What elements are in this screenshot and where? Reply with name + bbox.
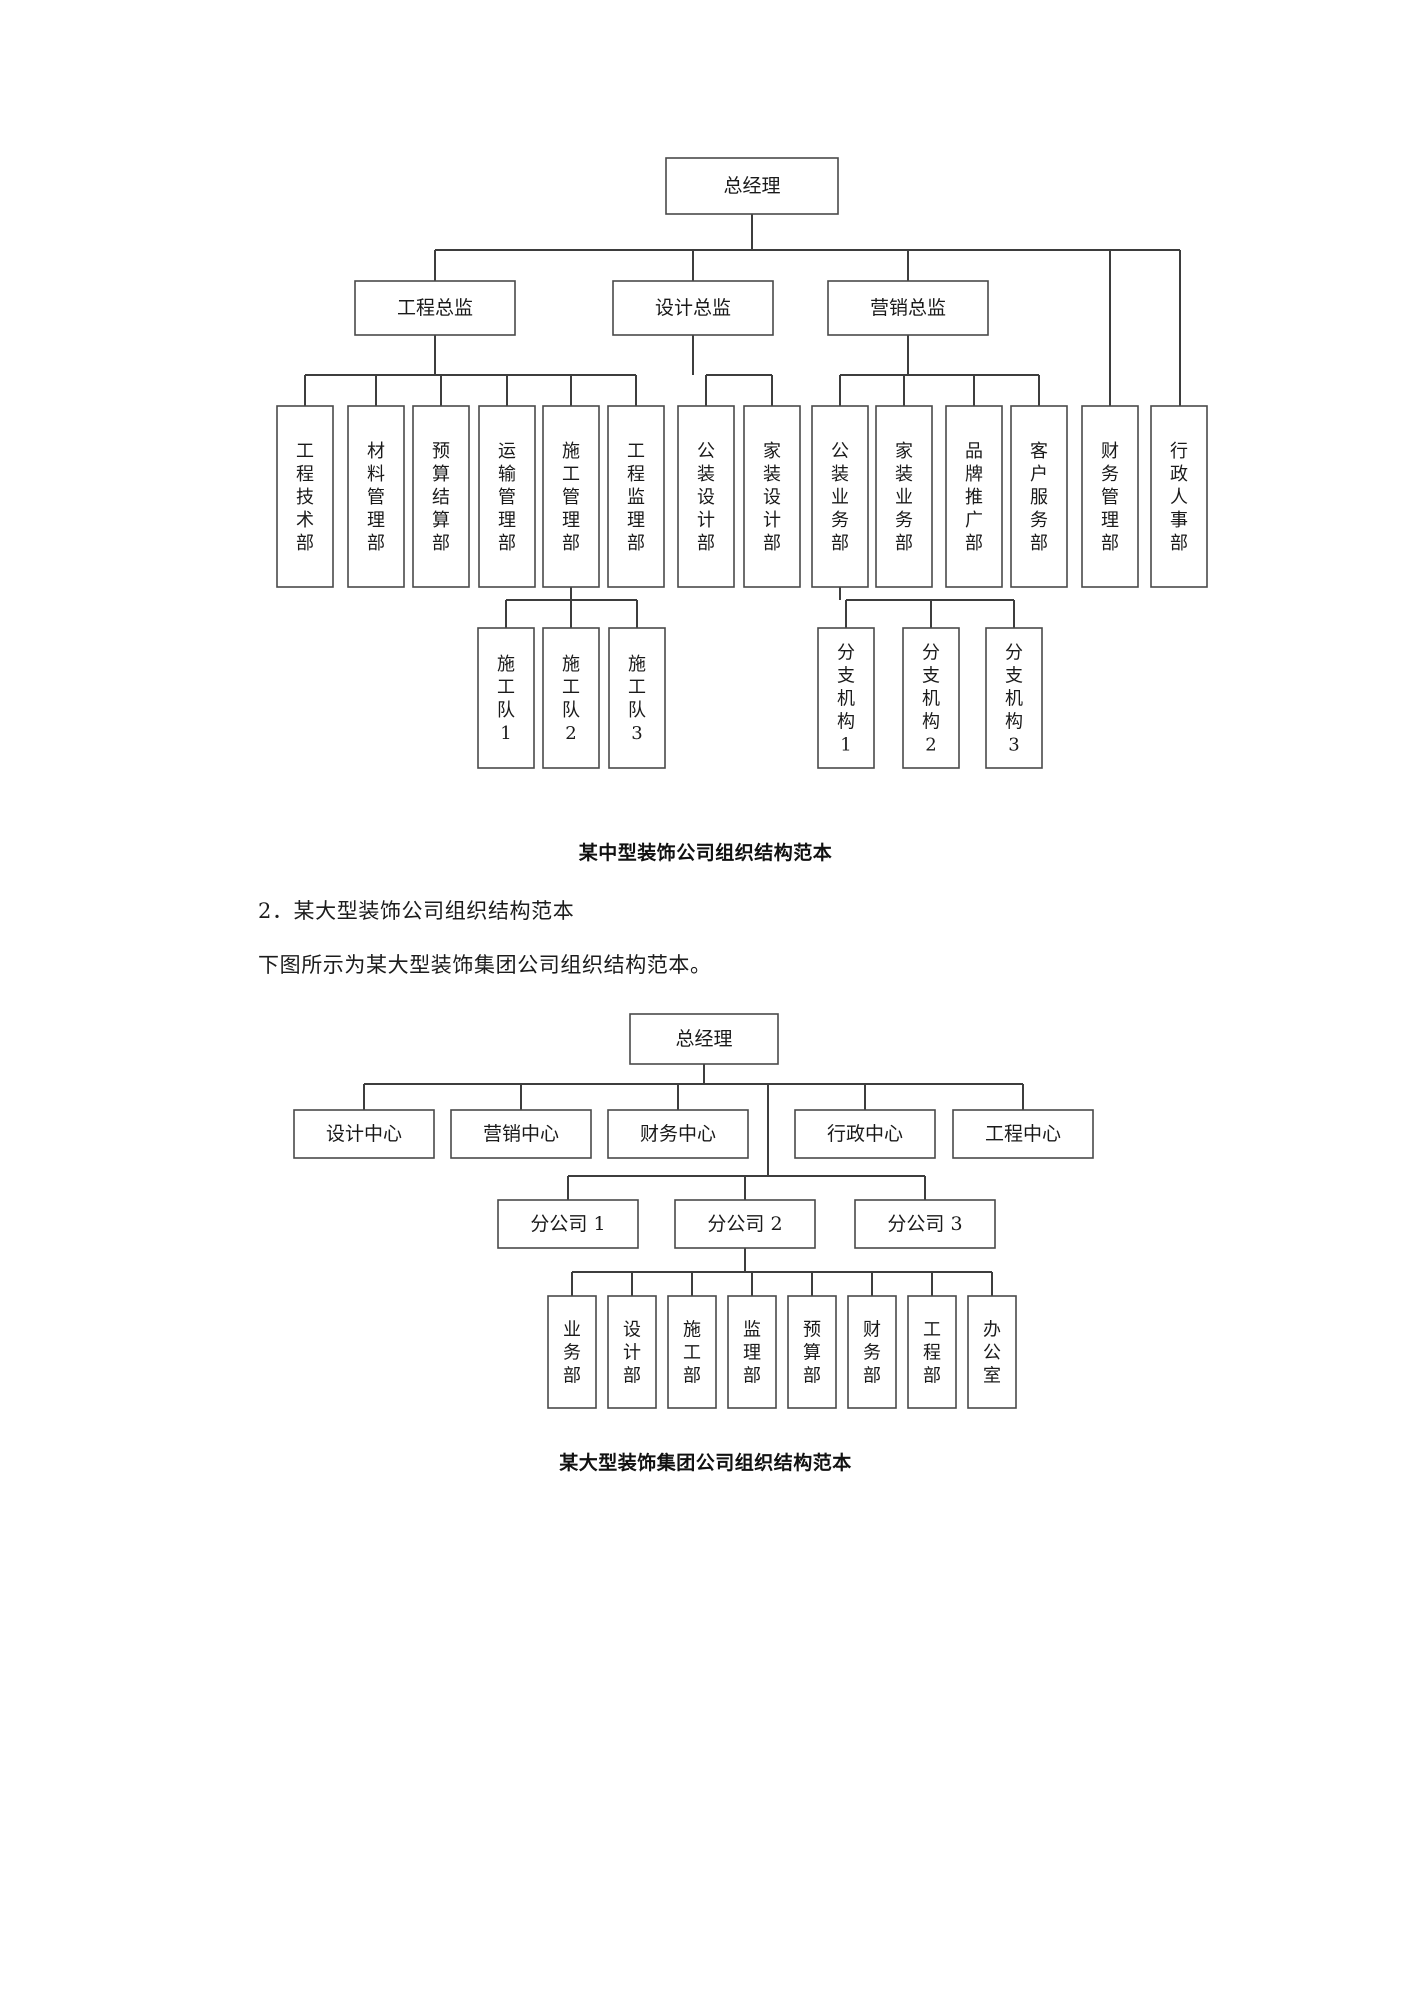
org-node[interactable]: 行政中心 <box>794 1109 936 1159</box>
org-node-label: 财务中心 <box>640 1123 716 1145</box>
org-node-label: 财务管理部 <box>1101 441 1119 554</box>
org-node-label: 分公司 3 <box>887 1213 962 1235</box>
org-node-label: 行政中心 <box>827 1123 903 1145</box>
org-node[interactable]: 预算部 <box>787 1295 837 1409</box>
org-node[interactable]: 业务部 <box>547 1295 597 1409</box>
org-node-label: 设计中心 <box>326 1123 402 1145</box>
org-node-label: 工程监理部 <box>627 441 645 554</box>
org-node[interactable]: 财务部 <box>847 1295 897 1409</box>
org-node-label: 施工管理部 <box>562 441 580 554</box>
org-node-label: 财务部 <box>863 1319 881 1386</box>
org-node[interactable]: 营销中心 <box>450 1109 592 1159</box>
org-node[interactable]: 分公司 2 <box>674 1199 816 1249</box>
org-node-label: 家装设计部 <box>763 441 781 554</box>
org-node[interactable]: 设计部 <box>607 1295 657 1409</box>
org-node-label: 工程中心 <box>985 1123 1061 1145</box>
org-node-label: 监理部 <box>743 1319 761 1386</box>
org-node-label: 公装业务部 <box>831 441 849 554</box>
org-node-label: 分公司 1 <box>530 1213 605 1235</box>
org-node[interactable]: 分公司 1 <box>497 1199 639 1249</box>
org-node[interactable]: 公装设计部 <box>677 405 735 588</box>
org-node[interactable]: 设计中心 <box>293 1109 435 1159</box>
figure-2-caption: 某大型装饰集团公司组织结构范本 <box>559 1452 852 1474</box>
org-node-label: 施工部 <box>683 1319 701 1386</box>
org-node-label: 分公司 2 <box>707 1213 782 1235</box>
org-node[interactable]: 分公司 3 <box>854 1199 996 1249</box>
org-node[interactable]: 品牌推广部 <box>945 405 1003 588</box>
org-chart-medium-company: 总经理工程总监 设计总监 营销总监工程技术部 材料管理部 预算结算部 运输管理部 施工管理部… <box>0 150 1411 810</box>
org-node-label: 营销总监 <box>870 297 946 319</box>
org-node[interactable]: 设计总监 <box>612 280 774 336</box>
org-node[interactable]: 家装业务部 <box>875 405 933 588</box>
org-node[interactable]: 施工部 <box>667 1295 717 1409</box>
org-node[interactable]: 营销总监 <box>827 280 989 336</box>
org-node[interactable]: 公装业务部 <box>811 405 869 588</box>
org-node-label: 业务部 <box>563 1319 581 1386</box>
org-node-label: 总经理 <box>675 1028 732 1050</box>
org-node-label: 家装业务部 <box>895 441 913 554</box>
org-node[interactable]: 运输管理部 <box>478 405 536 588</box>
org-node-label: 设计总监 <box>655 297 731 319</box>
org-node[interactable]: 家装设计部 <box>743 405 801 588</box>
org-node[interactable]: 工程技术部 <box>276 405 334 588</box>
org-node-label: 营销中心 <box>483 1123 559 1145</box>
org-node-label: 设计部 <box>623 1319 641 1386</box>
figure-1-caption: 某中型装饰公司组织结构范本 <box>578 842 833 864</box>
org-node[interactable]: 监理部 <box>727 1295 777 1409</box>
org-node[interactable]: 行政人事部 <box>1150 405 1208 588</box>
org-node-label: 工程总监 <box>397 297 473 319</box>
org-node[interactable]: 财务管理部 <box>1081 405 1139 588</box>
org-node-label: 工程部 <box>923 1319 941 1386</box>
org-node[interactable]: 材料管理部 <box>347 405 405 588</box>
section-intro-paragraph-2: 下图所示为某大型装饰集团公司组织结构范本。 <box>258 953 712 977</box>
org-node-label: 公装设计部 <box>697 441 715 554</box>
org-node-label: 客户服务部 <box>1030 441 1048 554</box>
org-node[interactable]: 总经理 <box>629 1013 779 1065</box>
org-node-label: 办公室 <box>983 1319 1001 1386</box>
connector-group <box>363 1064 1024 1296</box>
org-chart-large-group: 总经理设计中心 营销中心 财务中心 行政中心 工程中心分公司 1 分公司 2 分公司 3 业务… <box>0 1000 1411 1440</box>
org-node-label: 预算结算部 <box>432 441 450 554</box>
org-node[interactable]: 客户服务部 <box>1010 405 1068 588</box>
org-node[interactable]: 工程部 <box>907 1295 957 1409</box>
section-heading-2: 2．某大型装饰公司组织结构范本 <box>258 899 575 923</box>
org-node-label: 材料管理部 <box>367 441 385 554</box>
org-node-label: 预算部 <box>803 1319 821 1386</box>
org-node-label: 运输管理部 <box>498 441 516 554</box>
org-node-label: 品牌推广部 <box>965 441 983 554</box>
org-node[interactable]: 工程中心 <box>952 1109 1094 1159</box>
connector-group <box>304 214 1181 628</box>
org-node[interactable]: 工程总监 <box>354 280 516 336</box>
org-node[interactable]: 财务中心 <box>607 1109 749 1159</box>
org-node-label: 工程技术部 <box>296 441 314 554</box>
org-node[interactable]: 总经理 <box>665 157 839 215</box>
org-node-label: 行政人事部 <box>1170 441 1188 554</box>
org-node[interactable]: 预算结算部 <box>412 405 470 588</box>
org-node-label: 总经理 <box>723 175 780 197</box>
org-node[interactable]: 施工管理部 <box>542 405 600 588</box>
org-node[interactable]: 工程监理部 <box>607 405 665 588</box>
org-node[interactable]: 办公室 <box>967 1295 1017 1409</box>
